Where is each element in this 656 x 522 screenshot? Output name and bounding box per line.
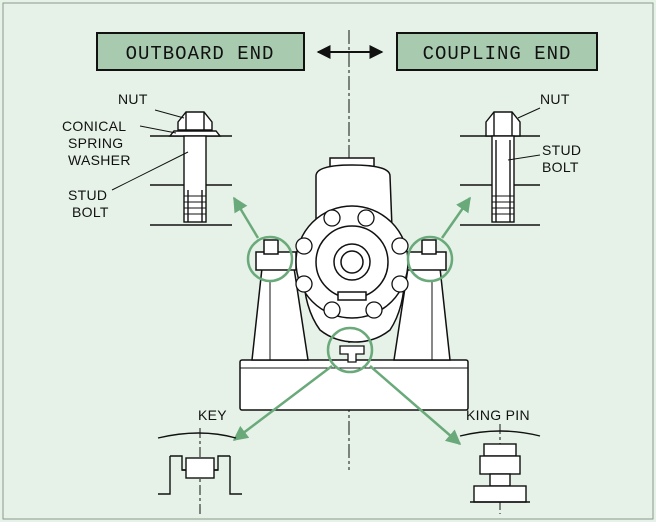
left-stud-arrow xyxy=(232,196,260,239)
king-pin-detail xyxy=(459,424,541,514)
left-stud-label-1: STUD xyxy=(68,187,107,203)
left-washer-label-2: SPRING xyxy=(68,135,123,151)
casing-bolts xyxy=(295,209,409,319)
left-washer-label-1: CONICAL xyxy=(62,118,126,134)
left-nut-leader xyxy=(154,109,185,119)
key-callout xyxy=(326,326,374,374)
left-stud-detail xyxy=(150,111,232,226)
right-stud-arrow xyxy=(440,196,472,239)
right-stud-label-1: STUD xyxy=(542,142,581,158)
base-key xyxy=(339,345,365,363)
left-stud-label-2: BOLT xyxy=(72,204,109,220)
left-nut-label: NUT xyxy=(118,91,148,107)
king-pin-label: KING PIN xyxy=(466,407,530,423)
left-washer-label-3: WASHER xyxy=(68,152,131,168)
key-label: KEY xyxy=(198,407,227,423)
callout-arrows xyxy=(232,196,472,445)
coupling-end-banner: COUPLING END xyxy=(396,32,598,71)
right-nut-leader xyxy=(517,107,541,119)
outboard-end-banner: OUTBOARD END xyxy=(96,32,305,71)
king-pin-arrow xyxy=(369,365,462,445)
outboard-end-label: OUTBOARD END xyxy=(126,43,275,65)
right-stud-callout xyxy=(406,235,454,283)
left-stud-leader xyxy=(111,151,189,191)
right-stud-leader xyxy=(507,154,541,161)
left-washer-leader xyxy=(139,125,177,134)
right-stud-detail xyxy=(460,111,540,226)
coupling-end-label: COUPLING END xyxy=(423,43,572,65)
key-arrow xyxy=(232,365,333,441)
key-detail xyxy=(157,428,242,514)
left-stud-callout xyxy=(246,235,294,283)
callout-markers xyxy=(246,235,454,374)
right-stud-label-2: BOLT xyxy=(542,159,579,175)
right-nut-label: NUT xyxy=(540,91,570,107)
